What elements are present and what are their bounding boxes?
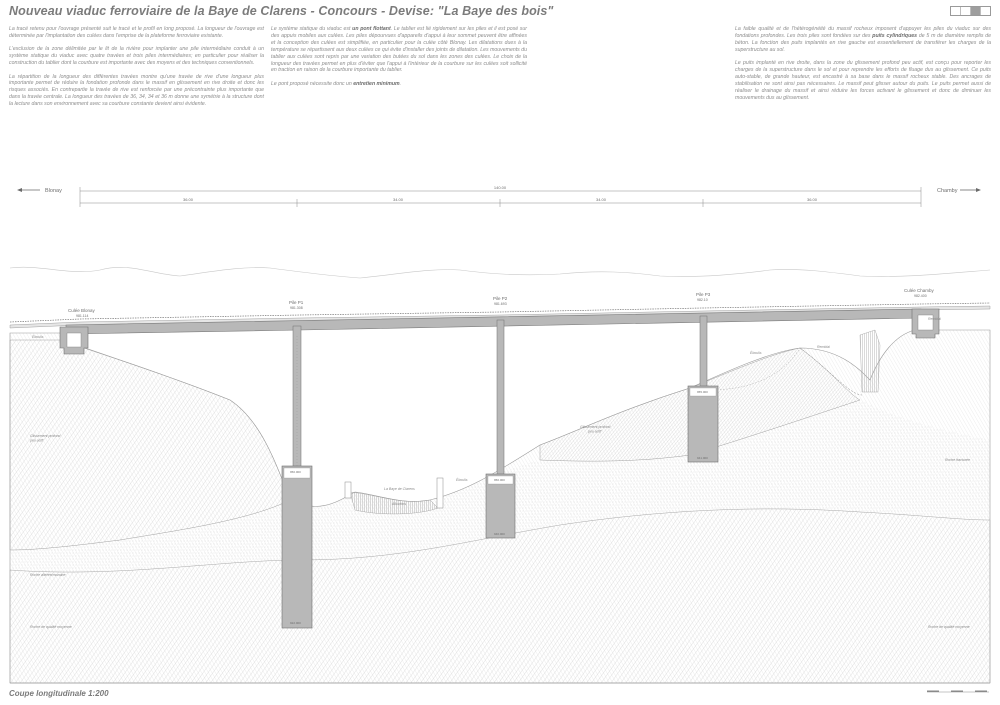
paragraph: La faible qualité et de l'hétérogénéité … [735, 26, 992, 53]
span-label: 36.00 [183, 197, 194, 202]
pier-p1-level: 981.308 [290, 306, 303, 310]
pier-p2: Pile P2 981.693 950.000 940.000 [485, 296, 516, 539]
direction-left-label: Blonay [45, 188, 62, 194]
text-column-foundations: La faible qualité et de l'hétérogénéité … [735, 26, 991, 108]
abutment-right: Culée Chamby 982.400 [904, 288, 940, 339]
paragraph: Le système statique du viaduc est un pon… [271, 26, 527, 74]
abutment-left-level: 981.114 [76, 314, 88, 318]
text-column-static-system: Le système statique du viaduc est un pon… [271, 26, 527, 94]
pier-p1-name: Pile P1 [289, 300, 304, 305]
span-label: 34.00 [393, 197, 404, 202]
paragraph: La tracé retenu pour l'ouvrage présenté … [9, 26, 264, 39]
paragraph: Le pont proposé nécessite donc un entret… [271, 80, 402, 87]
soil-label-eboulis-left: Éboulis [32, 334, 44, 339]
abutment-right-level: 982.400 [914, 294, 927, 298]
pier-p3-level: 982.10 [697, 298, 708, 302]
paragraph: Le puits implanté en rive droite, dans l… [735, 60, 991, 101]
text-column-concept: La tracé retenu pour l'ouvrage présenté … [9, 26, 264, 115]
dimension-line-total: Blonay Chamby 140.00 36.00 34.00 34.00 3… [17, 185, 981, 207]
soil-label-eboulis-river: Éboulis [456, 477, 468, 482]
soil-label-alluvions: Alluvions [391, 502, 406, 506]
scale-bar [927, 690, 989, 693]
pier-p3-shaft-bottom: 941.000 [697, 456, 708, 460]
soil-label-moraine: Roche altérée/moraine [30, 573, 65, 577]
paragraph: L'exclusion de la zone délimitée par le … [9, 46, 264, 67]
span-label: 34.00 [596, 197, 607, 202]
span-label: 36.00 [807, 197, 818, 202]
pier-p3-name: Pile P3 [696, 292, 711, 297]
page-title: Nouveau viaduc ferroviaire de la Baye de… [9, 4, 554, 18]
abutment-left-name: Culée Blonay [68, 308, 96, 313]
pier-p2-shaft-top: 950.000 [494, 478, 505, 482]
soil-label-remblai: Remblai [817, 345, 830, 349]
abutment-right-name: Culée Chamby [904, 288, 935, 293]
pier-p2-shaft-bottom: 940.000 [494, 532, 505, 536]
pier-p2-name: Pile P2 [493, 296, 508, 301]
soil-label-rock-fractured: Roche fracturée [945, 458, 970, 462]
legend-box [950, 6, 991, 16]
direction-right-label: Chamby [937, 188, 958, 194]
pier-p1-shaft-top: 950.000 [290, 470, 301, 474]
drawing-caption: Coupe longitudinale 1:200 [9, 689, 109, 698]
abutment-left: Culée Blonay 981.114 [59, 308, 96, 355]
soil-label-river: La Baye de Clarens [384, 487, 415, 491]
paragraph: La répartition de la longueur des différ… [9, 73, 264, 108]
pier-p3-shaft-top: 955.000 [697, 390, 708, 394]
pier-p3: Pile P3 982.10 955.000 941.000 [687, 292, 719, 463]
background-hill-line [9, 266, 991, 279]
soil-label-remblai-right: Remblai [928, 317, 941, 321]
soil-label-rock-left: Roche de qualité moyenne [30, 625, 72, 629]
pier-p2-level: 981.693 [494, 302, 507, 306]
soil-label-eboulis-right: Éboulis [750, 350, 762, 355]
soil-label-rock-right: Roche de qualité moyenne [928, 625, 970, 629]
total-length-label: 140.00 [494, 185, 507, 190]
pier-p1: Pile P1 981.308 950.000 922.000 [281, 300, 313, 629]
pier-p1-shaft-bottom: 922.000 [290, 621, 301, 625]
